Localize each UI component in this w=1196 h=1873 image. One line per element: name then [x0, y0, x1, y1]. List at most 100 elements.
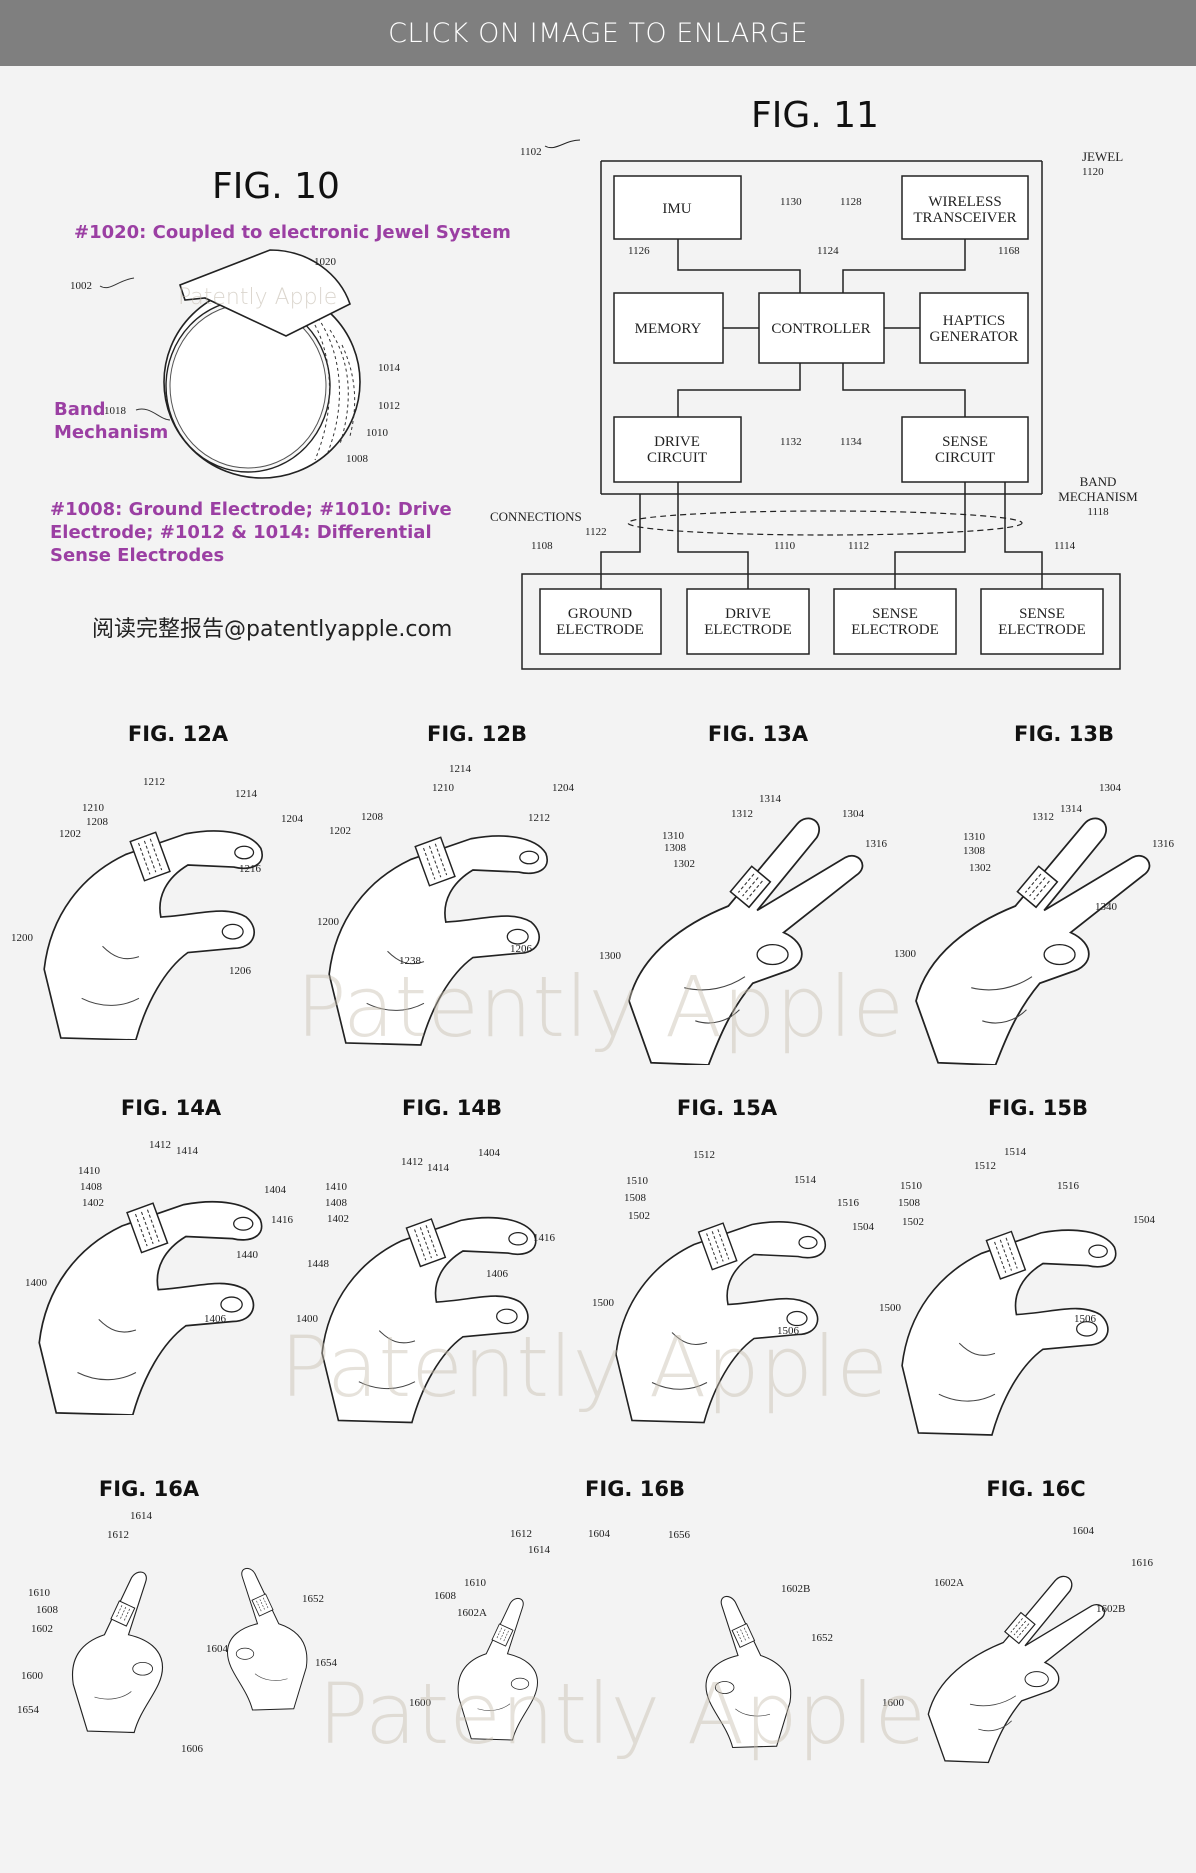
label-1114: 1114: [1054, 540, 1076, 552]
drive-circuit-label-1: DRIVE: [654, 434, 700, 450]
fig-13b-label-1304: 1304: [1099, 782, 1122, 794]
fig-16a-hand-drawing: [71, 1571, 164, 1734]
label-1014: 1014: [378, 362, 401, 374]
fig-16c-label-1616: 1616: [1131, 1557, 1154, 1569]
label-1132: 1132: [780, 436, 802, 448]
sense-circuit-label-1: SENSE: [942, 434, 988, 450]
ground-electrode-block: [539, 588, 662, 655]
fig-16c-label-1600: 1600: [882, 1697, 905, 1709]
fig-12b-label-1238: 1238: [399, 955, 422, 967]
fig-13a-hand-drawing: [628, 817, 864, 1065]
fig-13b-hand-drawing: [915, 817, 1151, 1065]
fig-13b-title: FIG. 13B: [1014, 722, 1114, 746]
fig-12a-label-1206: 1206: [229, 965, 252, 977]
label-1102: 1102: [520, 146, 542, 158]
fig-16c-hand-drawing: [927, 1575, 1106, 1764]
fig-16a-hand-drawing-2: [226, 1567, 308, 1711]
fig-15a-label-1502: 1502: [628, 1210, 650, 1222]
fig-16a-label-1612: 1612: [107, 1529, 129, 1541]
fig-12b-label-1210: 1210: [432, 782, 455, 794]
sense-electrode-block-1: [833, 588, 957, 655]
fig-15a-label-1512: 1512: [693, 1149, 715, 1161]
sense-circuit-block: [901, 416, 1029, 483]
fig-14a-label-1440: 1440: [236, 1249, 259, 1261]
fig-12a-label-1208: 1208: [86, 816, 109, 828]
fig10-title: FIG. 10: [212, 166, 340, 207]
fig-16b-label-1602a: 1602A: [457, 1607, 487, 1619]
sense-electrode-2-label-1: SENSE: [1019, 606, 1065, 622]
label-1168: 1168: [998, 245, 1020, 257]
label-1012: 1012: [378, 400, 400, 412]
fig-13b-label-1340: 1340: [1095, 901, 1118, 913]
fig-13a-title: FIG. 13A: [707, 722, 809, 746]
fig-13a-label-1312: 1312: [731, 808, 753, 820]
fig-12a-label-1212: 1212: [143, 776, 165, 788]
fig-12a-label-1202: 1202: [59, 828, 81, 840]
fig-16a-label-1608: 1608: [36, 1604, 59, 1616]
ground-electrode-label-1: GROUND: [568, 606, 632, 622]
fig-15b-label-1502: 1502: [902, 1216, 924, 1228]
fig-14a-label-1408: 1408: [80, 1181, 103, 1193]
fig-12b-label-1206: 1206: [510, 943, 533, 955]
fig-14b-hand-drawing: [321, 1216, 537, 1424]
fig-12b-label-1212: 1212: [528, 812, 550, 824]
controller-block: [758, 292, 885, 364]
label-1126: 1126: [628, 245, 650, 257]
enlarge-banner[interactable]: CLICK ON IMAGE TO ENLARGE: [0, 0, 1196, 66]
fig-16c-label-1602a: 1602A: [934, 1577, 964, 1589]
fig11-title: FIG. 11: [751, 95, 879, 136]
wireless-label-2: TRANSCEIVER: [913, 210, 1016, 226]
label-1118: 1118: [1087, 506, 1109, 518]
fig-12a-label-1216: 1216: [239, 863, 262, 875]
fig-14a-label-1412: 1412: [149, 1139, 171, 1151]
label-1124: 1124: [817, 245, 839, 257]
fig-12b-title: FIG. 12B: [427, 722, 527, 746]
fig-15a-label-1514: 1514: [794, 1174, 817, 1186]
fig-14b-label-1448: 1448: [307, 1258, 330, 1270]
fig-13a-label-1300: 1300: [599, 950, 622, 962]
memory-block: [613, 292, 724, 364]
fig-15a-label-1516: 1516: [837, 1197, 860, 1209]
fig-13a-label-1314: 1314: [759, 793, 782, 805]
haptics-label-1: HAPTICS: [943, 313, 1006, 329]
label-1020: 1020: [314, 256, 337, 268]
fig-12a-label-1204: 1204: [281, 813, 304, 825]
fig-16c-label-1602b: 1602B: [1096, 1603, 1125, 1615]
fig-14b-label-1416: 1416: [533, 1232, 556, 1244]
sense-electrode-block-2: [980, 588, 1104, 655]
fig-15b-label-1510: 1510: [900, 1180, 923, 1192]
fig-12b-label-1200: 1200: [317, 916, 340, 928]
fig-15a-label-1504: 1504: [852, 1221, 875, 1233]
drive-electrode-block: [686, 588, 810, 655]
label-1108: 1108: [531, 540, 553, 552]
fig10-caption-bottom-1: #1008: Ground Electrode; #1010: Drive: [50, 499, 452, 520]
fig-16a-label-1654: 1654: [17, 1704, 40, 1716]
fig-16c-label-1604: 1604: [1072, 1525, 1095, 1537]
fig-12b-label-1208: 1208: [361, 811, 384, 823]
fig-14b-label-1400: 1400: [296, 1313, 319, 1325]
fig-14b-label-1402: 1402: [327, 1213, 349, 1225]
drive-electrode-label-2: ELECTRODE: [704, 622, 792, 638]
fig-14b-label-1414: 1414: [427, 1162, 450, 1174]
fig-14b-label-1408: 1408: [325, 1197, 348, 1209]
fig-16a-label-1654: 1654: [315, 1657, 338, 1669]
fig-14b-label-1410: 1410: [325, 1181, 348, 1193]
full-report-link[interactable]: 阅读完整报告@patentlyapple.com: [92, 617, 453, 642]
fig10-watermark: Patently Apple: [178, 285, 337, 310]
fig-16a-label-1610: 1610: [28, 1587, 51, 1599]
fig-13b-label-1300: 1300: [894, 948, 917, 960]
haptics-generator-block: [919, 292, 1029, 364]
label-1122: 1122: [585, 526, 607, 538]
band-word: Band: [54, 399, 106, 420]
imu-label: IMU: [662, 201, 691, 217]
fig-12a-title: FIG. 12A: [127, 722, 229, 746]
fig-13a-label-1304: 1304: [842, 808, 865, 820]
fig-16b-hand-drawing-2: [705, 1595, 792, 1749]
fig-12b-hand-drawing: [328, 835, 549, 1046]
label-1128: 1128: [840, 196, 862, 208]
fig10-caption-top: #1020: Coupled to electronic Jewel Syste…: [74, 222, 511, 243]
memory-label: MEMORY: [635, 321, 702, 337]
fig-16a-label-1604: 1604: [206, 1643, 229, 1655]
fig-14b-label-1404: 1404: [478, 1147, 501, 1159]
